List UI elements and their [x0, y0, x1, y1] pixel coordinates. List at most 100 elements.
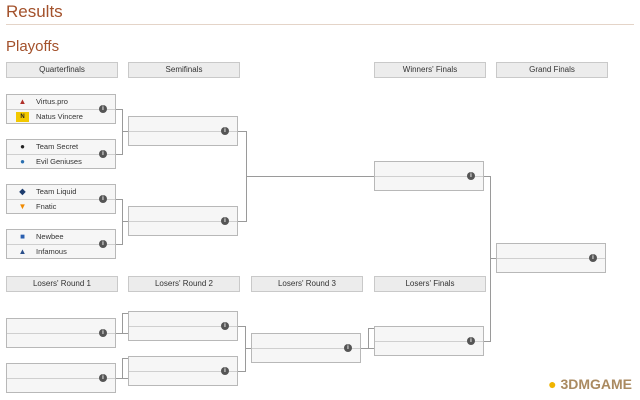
bracket-connector [368, 328, 369, 348]
info-icon[interactable]: i [221, 322, 229, 330]
info-icon[interactable]: i [344, 344, 352, 352]
match-grand-final[interactable] [496, 243, 606, 273]
bracket-connector [122, 313, 123, 333]
bracket-connector [116, 378, 128, 379]
match-quarterfinal-3[interactable]: ◆ Team Liquid ▼ Fnatic [6, 184, 116, 214]
match-semifinal-1[interactable] [128, 116, 238, 146]
team-slot[interactable]: ▲ Infamous [7, 245, 115, 259]
watermark-text: 3DMGAME [560, 376, 632, 392]
bracket-connector [122, 358, 128, 359]
bracket-connector [116, 333, 128, 334]
info-icon[interactable]: i [99, 105, 107, 113]
info-icon[interactable]: i [221, 217, 229, 225]
team-slot[interactable]: N Natus Vincere [7, 110, 115, 124]
team-name: Team Secret [36, 142, 79, 151]
title-divider [6, 24, 634, 25]
bracket-connector [238, 131, 246, 132]
info-icon[interactable]: i [467, 172, 475, 180]
info-icon[interactable]: i [221, 127, 229, 135]
navi-logo-icon: N [16, 112, 29, 122]
match-losers-final[interactable] [374, 326, 484, 356]
team-name: Team Liquid [36, 187, 77, 196]
match-losers-round-1-a[interactable] [6, 318, 116, 348]
match-losers-round-2-a[interactable] [128, 311, 238, 341]
team-slot[interactable] [497, 259, 605, 273]
match-semifinal-2[interactable] [128, 206, 238, 236]
match-quarterfinal-1[interactable]: ▲ Virtus.pro N Natus Vincere [6, 94, 116, 124]
header-semifinals: Semifinals [128, 62, 240, 78]
team-slot[interactable]: ▼ Fnatic [7, 200, 115, 214]
match-quarterfinal-4[interactable]: ■ Newbee ▲ Infamous [6, 229, 116, 259]
header-quarterfinals: Quarterfinals [6, 62, 118, 78]
info-icon[interactable]: i [467, 337, 475, 345]
team-name: Evil Geniuses [36, 157, 82, 166]
liquid-logo-icon: ◆ [19, 187, 26, 196]
secret-logo-icon: ● [20, 142, 25, 151]
info-icon[interactable]: i [99, 150, 107, 158]
team-name: Virtus.pro [36, 97, 68, 106]
team-slot[interactable] [375, 342, 483, 356]
match-losers-round-2-b[interactable] [128, 356, 238, 386]
team-slot[interactable]: ◆ Team Liquid [7, 185, 115, 200]
team-slot[interactable] [129, 132, 237, 146]
bracket-connector [361, 348, 374, 349]
team-slot[interactable] [129, 117, 237, 132]
bracket-connector [122, 199, 123, 245]
team-slot[interactable] [7, 364, 115, 379]
team-slot[interactable] [375, 162, 483, 177]
header-winners-finals: Winners' Finals [374, 62, 486, 78]
team-name: Natus Vincere [36, 112, 83, 121]
bracket-connector [122, 109, 123, 155]
match-winners-final[interactable] [374, 161, 484, 191]
header-grand-finals: Grand Finals [496, 62, 608, 78]
team-slot[interactable]: ■ Newbee [7, 230, 115, 245]
watermark: ● 3DMGAME [548, 376, 632, 392]
bracket-connector [368, 328, 374, 329]
page-title: Results [6, 2, 63, 21]
info-icon[interactable]: i [221, 367, 229, 375]
bracket-connector [122, 358, 123, 378]
team-slot[interactable] [129, 372, 237, 386]
team-slot[interactable] [129, 357, 237, 372]
team-slot[interactable]: ● Team Secret [7, 140, 115, 155]
team-slot[interactable]: ▲ Virtus.pro [7, 95, 115, 110]
match-losers-round-3[interactable] [251, 333, 361, 363]
bracket-connector [116, 154, 122, 155]
team-slot[interactable] [252, 349, 360, 363]
match-losers-round-1-b[interactable] [6, 363, 116, 393]
team-slot[interactable] [129, 207, 237, 222]
bracket-connector [245, 348, 251, 349]
bracket-connector [238, 371, 245, 372]
virtus-pro-logo-icon: ▲ [18, 97, 27, 106]
team-name: Infamous [36, 247, 67, 256]
duck-logo-icon: ● [548, 376, 557, 392]
newbee-logo-icon: ■ [20, 232, 25, 241]
info-icon[interactable]: i [99, 374, 107, 382]
header-losers-round-3: Losers' Round 3 [251, 276, 363, 292]
team-name: Fnatic [36, 202, 57, 211]
bracket-connector [122, 221, 128, 222]
bracket-connector [490, 258, 496, 259]
team-slot[interactable] [252, 334, 360, 349]
info-icon[interactable]: i [99, 329, 107, 337]
bracket-connector [116, 109, 122, 110]
team-slot[interactable] [129, 312, 237, 327]
team-slot[interactable] [7, 379, 115, 393]
team-slot[interactable]: ● Evil Geniuses [7, 155, 115, 169]
team-slot[interactable] [375, 327, 483, 342]
section-title-playoffs: Playoffs [6, 38, 60, 55]
bracket-connector [246, 176, 374, 177]
bracket-connector [490, 176, 491, 342]
bracket-connector [122, 131, 128, 132]
match-quarterfinal-2[interactable]: ● Team Secret ● Evil Geniuses [6, 139, 116, 169]
header-losers-round-2: Losers' Round 2 [128, 276, 240, 292]
info-icon[interactable]: i [99, 195, 107, 203]
team-slot[interactable] [375, 177, 483, 191]
team-slot[interactable] [129, 327, 237, 341]
info-icon[interactable]: i [99, 240, 107, 248]
team-slot[interactable] [129, 222, 237, 236]
team-slot[interactable] [7, 319, 115, 334]
team-slot[interactable] [497, 244, 605, 259]
team-slot[interactable] [7, 334, 115, 348]
info-icon[interactable]: i [589, 254, 597, 262]
